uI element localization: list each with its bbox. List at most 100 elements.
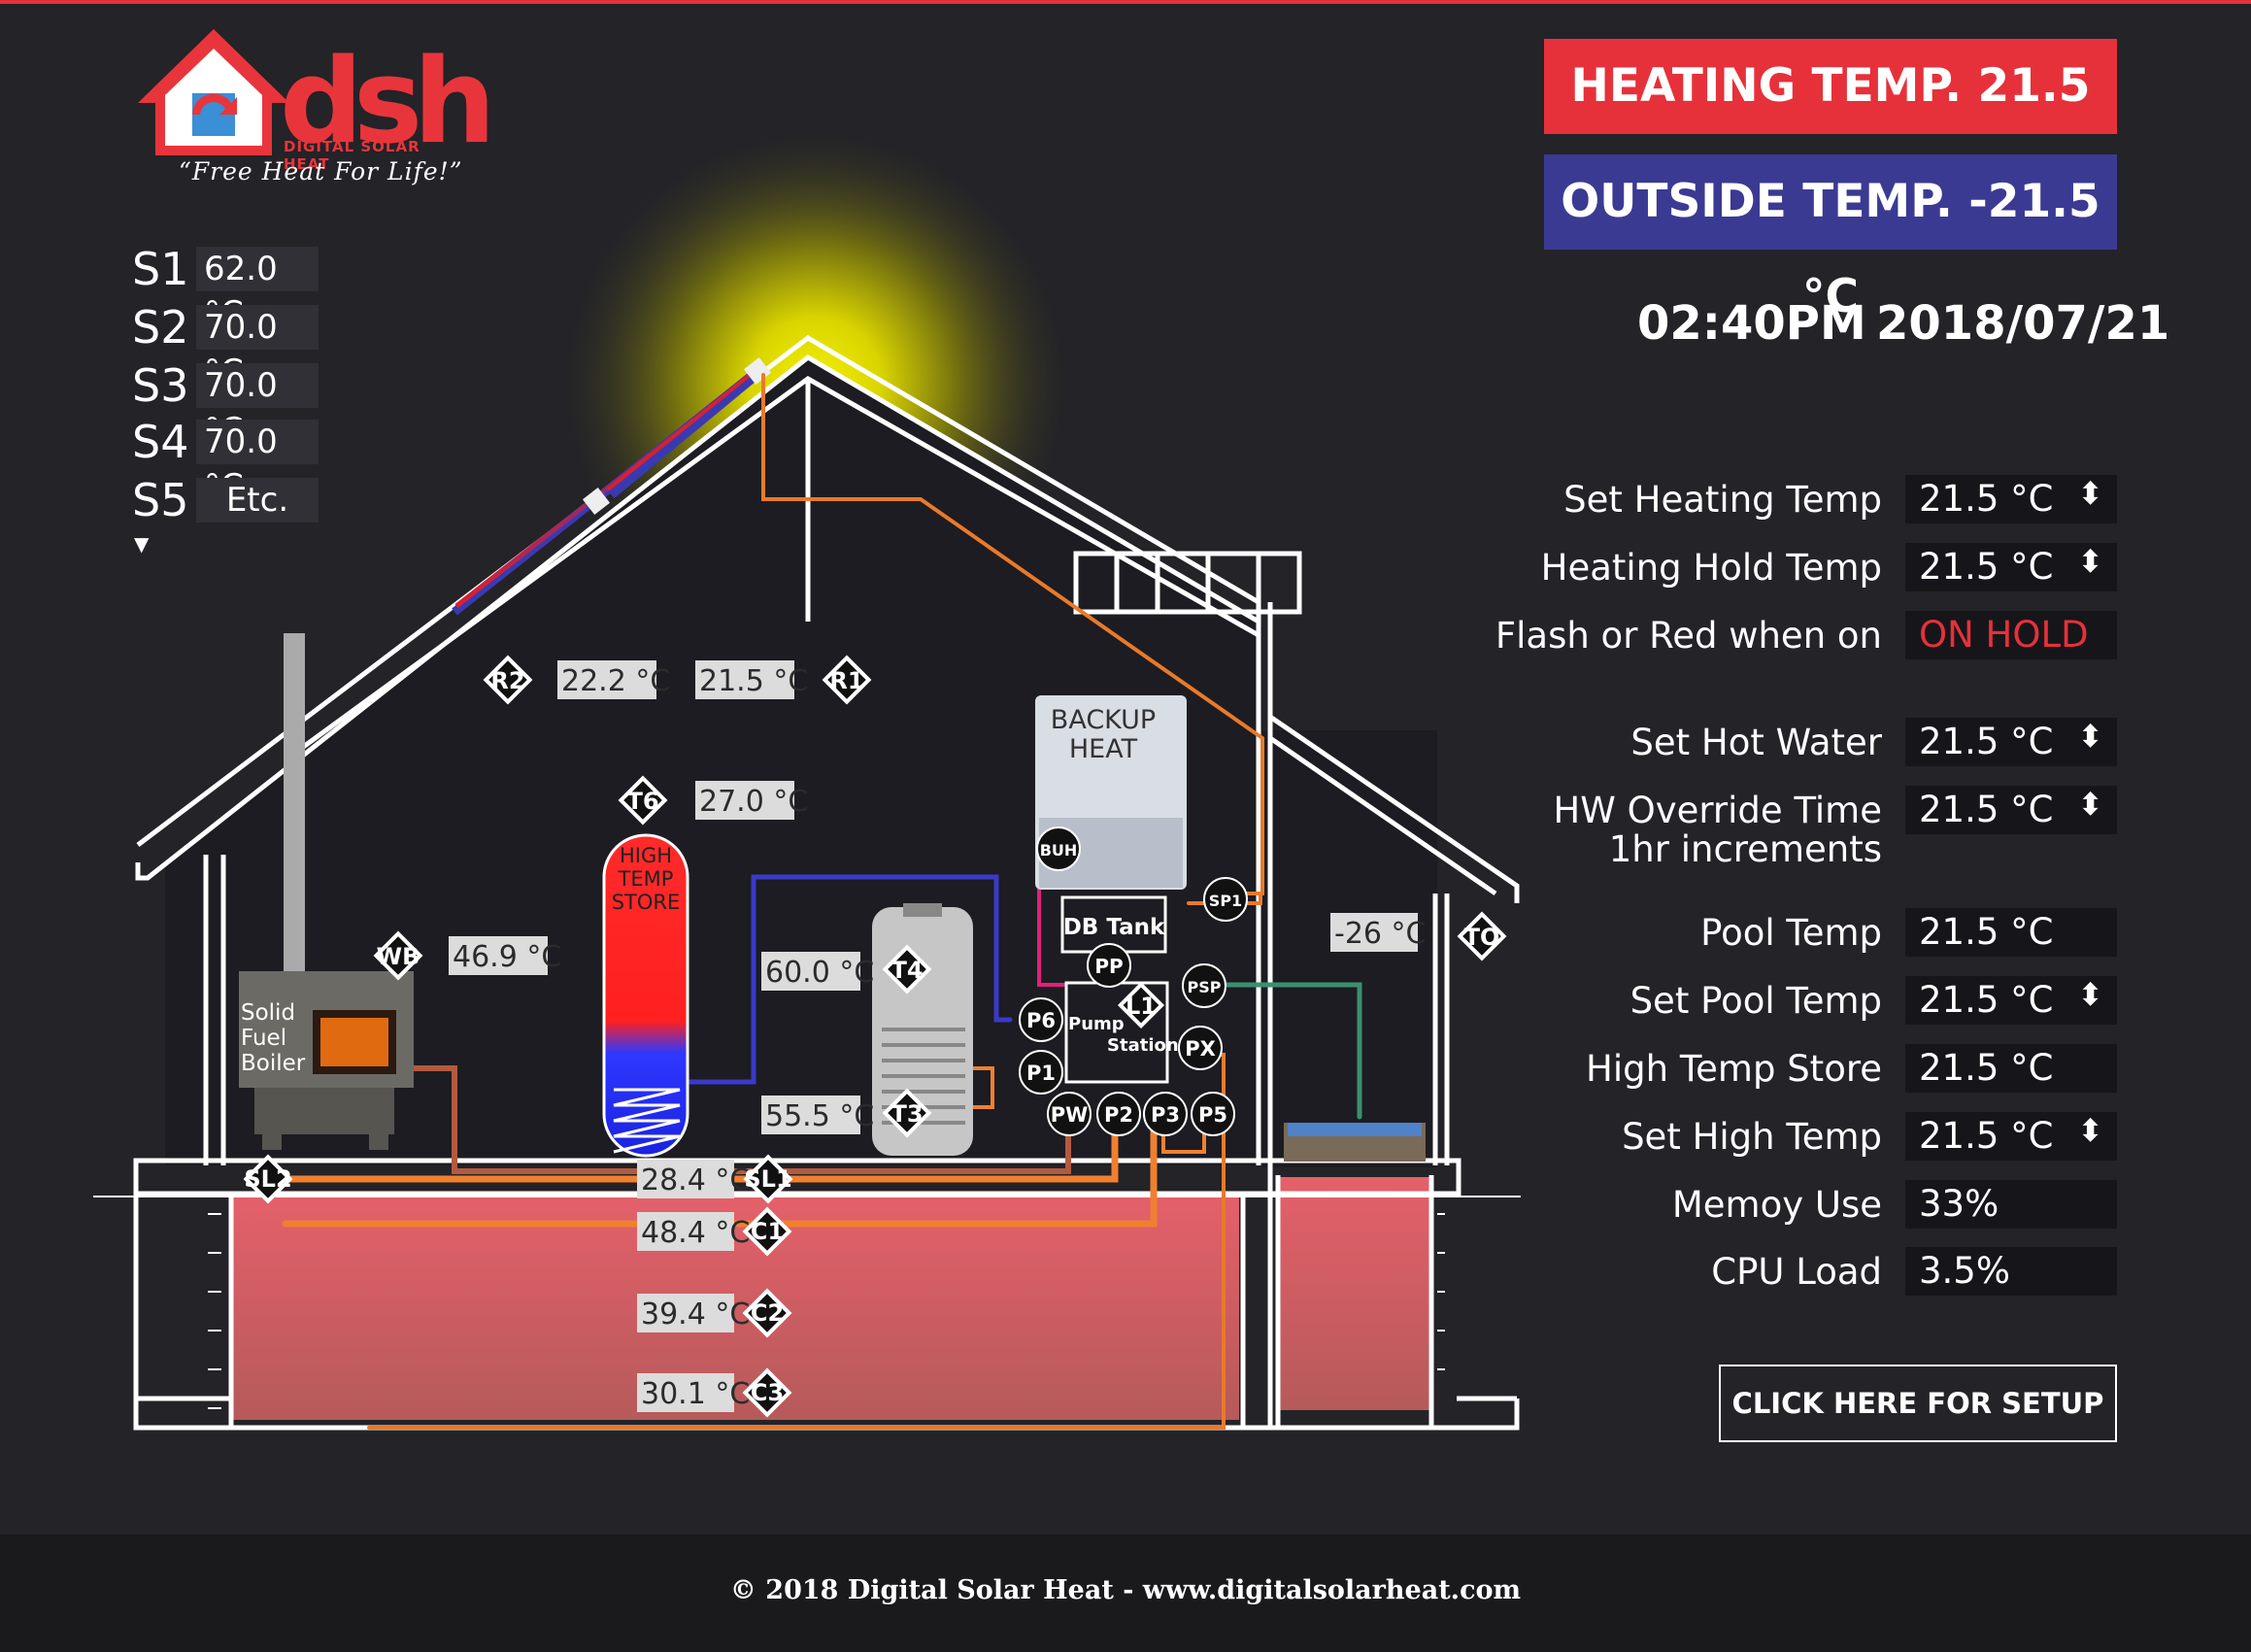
clock-time: 02:40PM [1637, 296, 1866, 351]
pump-station-label-line1: Pump [1068, 1014, 1125, 1034]
pool-floor-zone [1280, 1177, 1429, 1410]
tag-c3: C3 [751, 1379, 784, 1406]
sensor-label: S3 [132, 359, 189, 412]
footer-copyright: © 2018 Digital Solar Heat - www.digitals… [729, 1575, 1522, 1605]
attic-left-value: 22.2 °C [561, 664, 670, 698]
tag-c1: C1 [751, 1218, 784, 1245]
tag-sp1: SP1 [1209, 892, 1242, 910]
setting-memory-use: Memoy Use 33% [1457, 1180, 2117, 1229]
on-hold-status: ON HOLD [1905, 611, 2117, 659]
tag-px: PX [1185, 1037, 1216, 1061]
hw-override-time-input[interactable]: 21.5 °C⬍ [1905, 786, 2117, 834]
sensor-value: 70.0 °C [196, 363, 319, 450]
up-down-arrow-icon[interactable]: ⬍ [2077, 786, 2103, 823]
memory-use-value: 33% [1905, 1180, 2117, 1229]
boiler-label-line3: Boiler [241, 1051, 306, 1076]
tag-buh: BUH [1040, 841, 1078, 860]
c1-value: 48.4 °C [641, 1216, 750, 1250]
chimney [284, 633, 305, 983]
setting-set-heating-temp: Set Heating Temp 21.5 °C⬍ [1457, 475, 2117, 523]
setting-hold-status: Flash or Red when on ON HOLD [1457, 611, 2117, 659]
setting-pool-temp: Pool Temp 21.5 °C [1457, 908, 2117, 957]
tag-t4: T4 [890, 957, 923, 984]
setting-hw-override-time: HW Override Time 1hr increments 21.5 °C⬍ [1457, 786, 2117, 870]
tag-p6: P6 [1026, 1009, 1056, 1032]
triangle-down-icon[interactable]: ▼ [134, 532, 150, 556]
setting-label: Set Hot Water [1630, 722, 1882, 763]
c3-value: 30.1 °C [641, 1377, 750, 1411]
setting-heating-hold-temp: Heating Hold Temp 21.5 °C⬍ [1457, 543, 2117, 591]
setting-label: Flash or Red when on [1495, 615, 1882, 657]
sensor-tags: R2 R1 T6 WB T4 T3 TO SL1 SL2 [243, 655, 1507, 1418]
backup-heat-label-line1: BACKUP [1051, 705, 1156, 735]
clock-date: 2018/07/21 [1876, 296, 2170, 351]
sensor-label: S4 [132, 416, 189, 468]
logo-tagline: “Free Heat For Life!” [179, 157, 463, 185]
setting-label: Pool Temp [1700, 912, 1882, 954]
tag-wb: WB [377, 943, 420, 970]
house-logo-icon [138, 29, 289, 155]
setup-button[interactable]: CLICK HERE FOR SETUP [1719, 1365, 2117, 1442]
tag-sl2: SL2 [244, 1165, 291, 1193]
high-temp-store-value: 21.5 °C [1905, 1044, 2117, 1093]
t3-value: 55.5 °C [765, 1099, 874, 1133]
set-hot-water-input[interactable]: 21.5 °C⬍ [1905, 718, 2117, 766]
set-heating-temp-input[interactable]: 21.5 °C⬍ [1905, 475, 2117, 523]
db-tank-label: DB Tank [1063, 915, 1165, 940]
solar-panel-upper [609, 367, 765, 499]
store-label-line3: STORE [612, 891, 681, 914]
setting-label: Set High Temp [1622, 1116, 1882, 1158]
setting-set-hot-water: Set Hot Water 21.5 °C⬍ [1457, 718, 2117, 766]
tag-p3: P3 [1151, 1103, 1180, 1127]
set-pool-temp-input[interactable]: 21.5 °C⬍ [1905, 976, 2117, 1025]
setting-label: High Temp Store [1586, 1048, 1882, 1090]
tag-t6: T6 [626, 788, 658, 815]
sl-value: 28.4 °C [641, 1163, 750, 1197]
up-down-arrow-icon[interactable]: ⬍ [2077, 976, 2103, 1013]
tag-l1: L1 [1126, 993, 1157, 1020]
up-down-arrow-icon[interactable]: ⬍ [2077, 543, 2103, 580]
pump-tags: BUH SP1 PP PSP P6 P1 PX PW P2 P3 P5 [1019, 826, 1248, 1136]
tag-p5: P5 [1198, 1103, 1227, 1127]
tag-r1: R1 [829, 667, 863, 694]
sensor-row-s3: S3 70.0 °C [132, 359, 319, 450]
up-down-arrow-icon[interactable]: ⬍ [2077, 718, 2103, 755]
sensor-label: S5 [132, 474, 189, 526]
tag-pp: PP [1094, 955, 1123, 978]
boiler-label-line1: Solid [241, 1000, 295, 1026]
set-high-temp-input[interactable]: 21.5 °C⬍ [1905, 1112, 2117, 1161]
top-accent-line [0, 0, 2251, 4]
up-down-arrow-icon[interactable]: ⬍ [2077, 1112, 2103, 1149]
setting-set-pool-temp: Set Pool Temp 21.5 °C⬍ [1457, 976, 2117, 1025]
tag-to: TO [1464, 924, 1500, 951]
logo-wordmark: dsh [280, 35, 496, 170]
up-down-arrow-icon[interactable]: ⬍ [2077, 475, 2103, 512]
setting-label: HW Override Time [1553, 790, 1882, 831]
store-label-line1: HIGH [620, 844, 672, 867]
pool-temp-value: 21.5 °C [1905, 908, 2117, 957]
backup-heat-label-line2: HEAT [1069, 734, 1138, 764]
attic-right-value: 21.5 °C [699, 664, 808, 698]
outside-temp-banner: OUTSIDE TEMP. -21.5 °C [1544, 154, 2117, 323]
pump-station-label-line2: Station [1107, 1035, 1179, 1056]
wb-value: 46.9 °C [453, 940, 561, 974]
sensor-value: Etc. [196, 478, 319, 523]
t6-value: 27.0 °C [699, 785, 808, 819]
tag-t3: T3 [890, 1100, 923, 1128]
store-label-line2: TEMP [618, 867, 674, 891]
tag-p2: P2 [1104, 1103, 1133, 1127]
t4-value: 60.0 °C [765, 956, 874, 990]
sensor-row-s5: S5 Etc. [132, 474, 319, 526]
heating-hold-temp-input[interactable]: 21.5 °C⬍ [1905, 543, 2117, 591]
boiler-label-line2: Fuel [241, 1026, 286, 1051]
floor-heating-zone [231, 1197, 1239, 1420]
setting-label: Set Pool Temp [1629, 980, 1882, 1022]
to-value: -26 °C [1334, 917, 1426, 951]
tag-c2: C2 [751, 1299, 784, 1327]
c2-value: 39.4 °C [641, 1298, 750, 1332]
tag-r2: R2 [490, 667, 524, 694]
sensor-value: 70.0 °C [196, 420, 319, 506]
setting-sublabel: 1hr increments [1608, 828, 1882, 870]
footer: © 2018 Digital Solar Heat - www.digitals… [0, 1534, 2251, 1652]
setting-cpu-load: CPU Load 3.5% [1457, 1247, 2117, 1296]
